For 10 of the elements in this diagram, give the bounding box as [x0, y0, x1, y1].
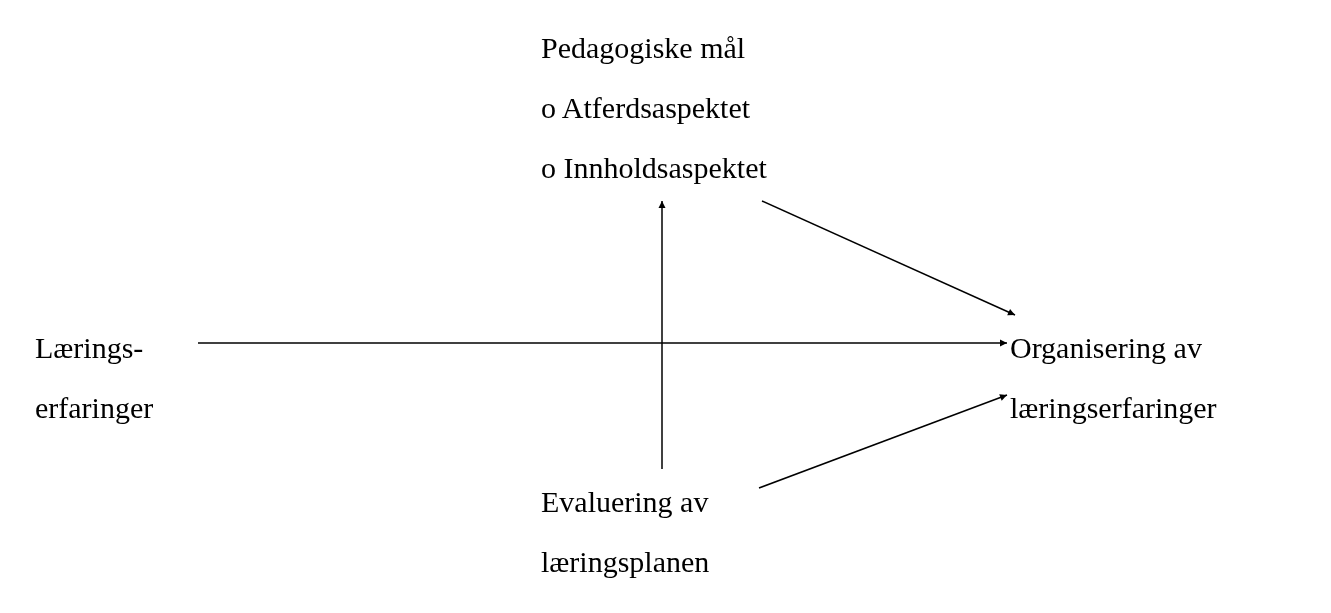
arrow [197, 339, 1008, 347]
arrow [761, 200, 1016, 316]
node-label: o Atferdsaspektet [541, 90, 752, 126]
arrow [758, 394, 1008, 489]
node-label: o Innholdsaspektet [541, 150, 768, 186]
node-label: Organisering av læringserfaringer [1010, 330, 1218, 426]
node-label: Pedagogiske mål [541, 30, 747, 66]
node-label: Lærings- erfaringer [35, 330, 155, 426]
arrow [658, 200, 666, 470]
node-label: Evaluering av læringsplanen [541, 484, 711, 580]
